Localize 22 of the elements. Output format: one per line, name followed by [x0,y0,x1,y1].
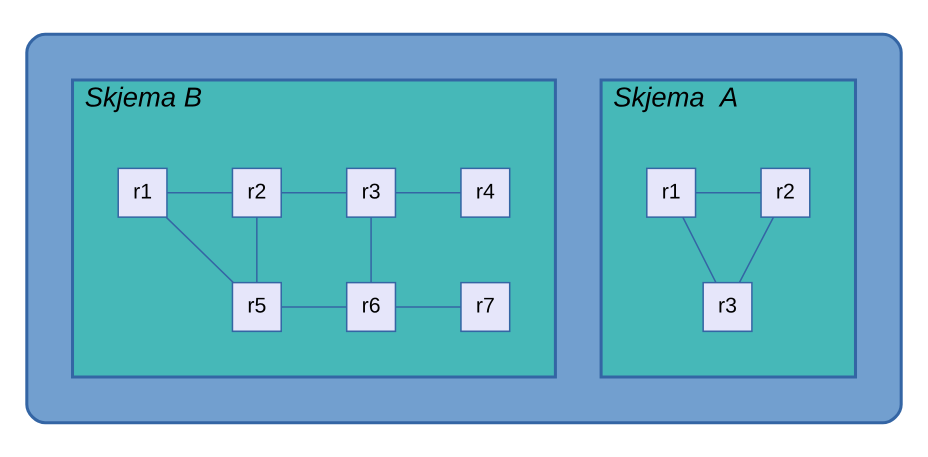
node-box: r6 [346,282,396,332]
connector [281,306,347,308]
node-box: r2 [760,168,811,218]
connector [696,192,761,194]
node-box: r5 [232,282,282,332]
cluster [25,32,903,424]
connector [396,192,461,194]
connector [256,217,258,282]
connector [682,216,717,283]
node-box: r3 [346,168,396,218]
connector [738,216,774,283]
node-box: r2 [232,168,282,218]
connector [396,306,461,308]
connector [281,192,347,194]
connector [167,192,232,194]
connector [370,217,372,282]
connector [166,216,234,283]
node-box: r4 [460,168,510,218]
node-box: r1 [117,168,168,218]
node-box: r3 [702,282,753,332]
node-box: r7 [460,282,510,332]
node-box: r1 [646,168,696,218]
